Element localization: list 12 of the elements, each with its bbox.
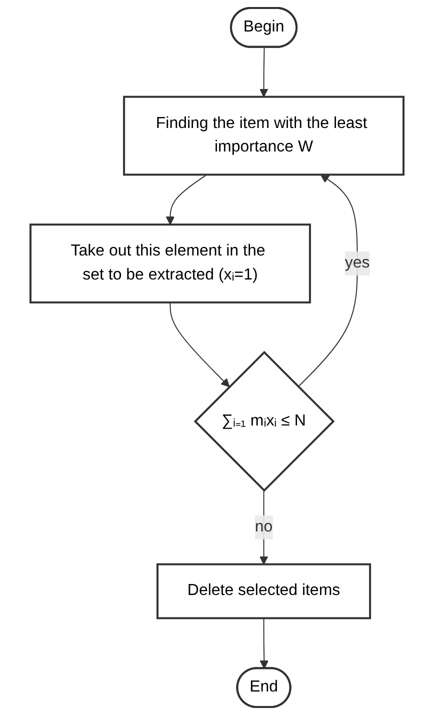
- node-box: [30, 224, 311, 304]
- edge-label: no: [254, 518, 273, 536]
- arrow: [260, 618, 268, 669]
- arrow: [170, 302, 230, 388]
- node-box: [156, 563, 372, 620]
- arrow: [298, 174, 358, 388]
- node-box: [123, 96, 404, 176]
- arrow: [259, 490, 268, 565]
- arrow: [259, 46, 268, 98]
- edge-label: yes: [344, 254, 370, 272]
- arrow: [166, 174, 208, 225]
- node-diamond: [194, 350, 335, 492]
